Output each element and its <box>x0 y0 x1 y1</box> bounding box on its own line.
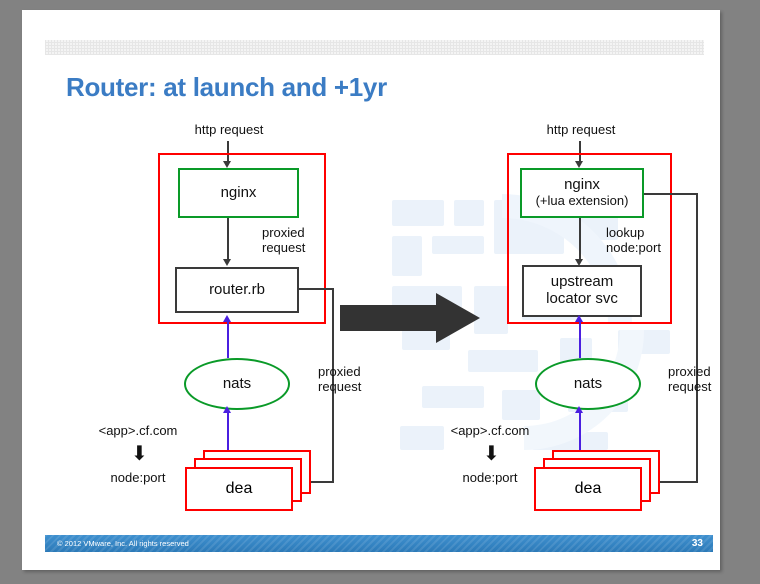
left-dea-sheet-front: dea <box>185 467 293 511</box>
right-http-request-label: http request <box>546 122 616 137</box>
left-router-region <box>158 153 326 324</box>
left-proxied-line1: proxied <box>318 364 361 379</box>
right-dea-sheet-front: dea <box>534 467 642 511</box>
left-dea-to-nats-arrowhead <box>223 406 231 413</box>
left-proxied-path-v <box>332 288 334 483</box>
right-entry-line <box>579 141 581 163</box>
right-locator-node: upstream locator svc <box>522 265 642 317</box>
left-proxied-edge-line2: request <box>262 239 306 255</box>
right-proxied-path-h2 <box>656 481 698 483</box>
right-nats-label: nats <box>573 374 603 392</box>
right-proxied-request-label: proxied request <box>668 364 712 395</box>
left-node-port-label: node:port <box>110 470 166 485</box>
left-nats-node: nats <box>184 358 290 410</box>
left-entry-arrowhead <box>223 161 231 168</box>
right-proxied-path-v <box>696 193 698 483</box>
right-app-domain-label: <app>.cf.com <box>450 423 530 438</box>
right-nats-node: nats <box>535 358 641 410</box>
left-nats-to-router-arrowhead <box>223 315 231 322</box>
right-node-port-label: node:port <box>462 470 518 485</box>
right-lookup-edge-label: lookup node:port <box>606 225 661 256</box>
left-nginx-to-router-line <box>227 218 229 261</box>
left-http-request-label: http request <box>194 122 264 137</box>
left-nats-to-router-line <box>227 320 229 358</box>
right-nginx-label: nginx <box>564 176 600 194</box>
right-nginx-node: nginx (+lua extension) <box>520 168 644 218</box>
right-nginx-to-locator-arrowhead <box>575 259 583 266</box>
right-lookup-line1: lookup <box>606 225 645 240</box>
left-nats-label: nats <box>222 374 252 392</box>
right-dea-stack: dea <box>534 450 664 516</box>
right-nats-to-locator-line <box>579 320 581 358</box>
right-lookup-line2: node:port <box>606 239 661 255</box>
left-nginx-to-router-arrowhead <box>223 259 231 266</box>
slide-canvas: Router: at launch and +1yr http request … <box>22 10 720 570</box>
left-router-node: router.rb <box>175 267 299 313</box>
right-proxied-line1: proxied <box>668 364 711 379</box>
right-dea-to-nats-line <box>579 412 581 464</box>
left-proxied-path-h2 <box>294 481 334 483</box>
right-proxied-path-h1 <box>644 193 698 195</box>
right-nginx-sublabel: (+lua extension) <box>535 193 629 209</box>
left-proxied-path-h1 <box>299 288 334 290</box>
right-entry-arrowhead <box>575 161 583 168</box>
right-locator-line1: upstream <box>550 273 614 291</box>
left-proxied-request-label: proxied request <box>318 364 362 395</box>
left-proxied-request-edge-label: proxied request <box>262 225 306 256</box>
left-dea-label: dea <box>225 480 253 497</box>
right-mapping-down-arrow-icon: ⬇ <box>483 443 500 465</box>
right-locator-line2: locator svc <box>546 290 618 307</box>
left-app-domain-label: <app>.cf.com <box>98 423 178 438</box>
left-proxied-line2: request <box>318 378 362 394</box>
left-mapping-down-arrow-icon: ⬇ <box>131 443 148 465</box>
right-nats-to-locator-arrowhead <box>575 315 583 322</box>
slide-top-texture-bar <box>45 40 704 55</box>
left-dea-stack: dea <box>185 450 315 516</box>
page-number: 33 <box>691 538 703 549</box>
right-dea-to-nats-arrowhead <box>575 406 583 413</box>
left-dea-to-nats-line <box>227 412 229 464</box>
left-router-label: router.rb <box>209 280 265 298</box>
right-dea-label: dea <box>574 480 602 497</box>
right-proxied-line2: request <box>668 378 712 394</box>
left-proxied-edge-line1: proxied <box>262 225 305 240</box>
slide-footer-bar: © 2012 VMware, Inc. All rights reserved … <box>45 535 713 552</box>
left-entry-line <box>227 141 229 163</box>
evolution-arrow-icon <box>340 293 480 343</box>
left-nginx-node: nginx <box>178 168 299 218</box>
right-nginx-to-locator-line <box>579 218 581 261</box>
right-router-region <box>507 153 672 324</box>
page-title: Router: at launch and +1yr <box>66 72 387 102</box>
left-nginx-label: nginx <box>220 183 257 201</box>
copyright-text: © 2012 VMware, Inc. All rights reserved <box>57 539 189 548</box>
